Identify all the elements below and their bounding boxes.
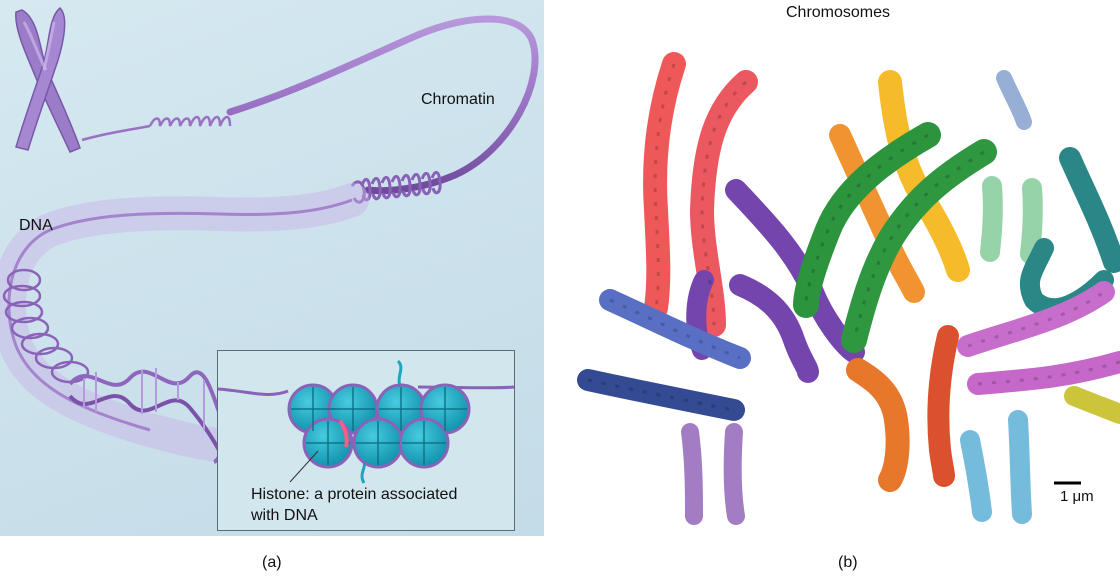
chromosome-orange-2: [846, 358, 910, 492]
chromosome-blue-1: [599, 289, 751, 369]
scale-bar-label: 1 μm: [1060, 488, 1094, 505]
chromosome-green-2: [841, 139, 997, 353]
chromosome-lavender-2: [723, 423, 745, 525]
chromosome-red-1: [643, 52, 686, 320]
chromosome-lightgreen-2: [1020, 178, 1043, 264]
histone-caption-line1: Histone: a protein associated: [251, 486, 458, 503]
linker-dna-highlight: [338, 419, 349, 448]
chromosome-lightgreen-1: [980, 176, 1003, 262]
chromosome-lightblue-2: [1008, 410, 1032, 524]
dna-band: [0, 183, 369, 463]
chromatin-coil: [350, 171, 442, 204]
chromosome-red-2: [689, 70, 758, 337]
chromatin-label: Chromatin: [421, 91, 495, 108]
panel-b-micrograph: Chromosomes: [544, 0, 1120, 536]
chromosome-teal-1: [1059, 147, 1120, 273]
histone-caption: Histone: a protein associated with DNA: [251, 484, 457, 526]
caption-b: (b): [838, 554, 858, 571]
chromosome-magenta-2: [967, 351, 1120, 395]
nucleosome-diagram: [218, 359, 514, 484]
panel-a-illustration: Chromatin DNA: [0, 0, 544, 536]
chromosome-green-1: [793, 122, 941, 318]
chromosome-olive-1: [1064, 386, 1120, 424]
chromosome-x-shape: [15, 6, 81, 153]
histone-caption-line2: with DNA: [251, 507, 318, 524]
caption-a: (a): [262, 554, 282, 571]
histone-inset-box: Histone: a protein associated with DNA: [217, 350, 515, 531]
histone-pointer-line: [289, 450, 319, 483]
thin-dna-thread: [81, 15, 539, 195]
chromosome-blue-2: [577, 369, 745, 421]
chromosome-purple-2: [729, 274, 819, 383]
chromosome-red-3: [927, 325, 959, 487]
chromosome-magenta-1: [957, 281, 1115, 357]
dna-loops: [2, 268, 90, 384]
chromosome-lightblue-1: [960, 430, 992, 522]
dna-label: DNA: [19, 217, 53, 234]
chromosome-lavender-1: [681, 423, 703, 525]
chromosome-spread: [577, 52, 1120, 525]
chromosomes-title: Chromosomes: [786, 4, 891, 21]
chromosome-paleblue-top: [996, 70, 1032, 130]
